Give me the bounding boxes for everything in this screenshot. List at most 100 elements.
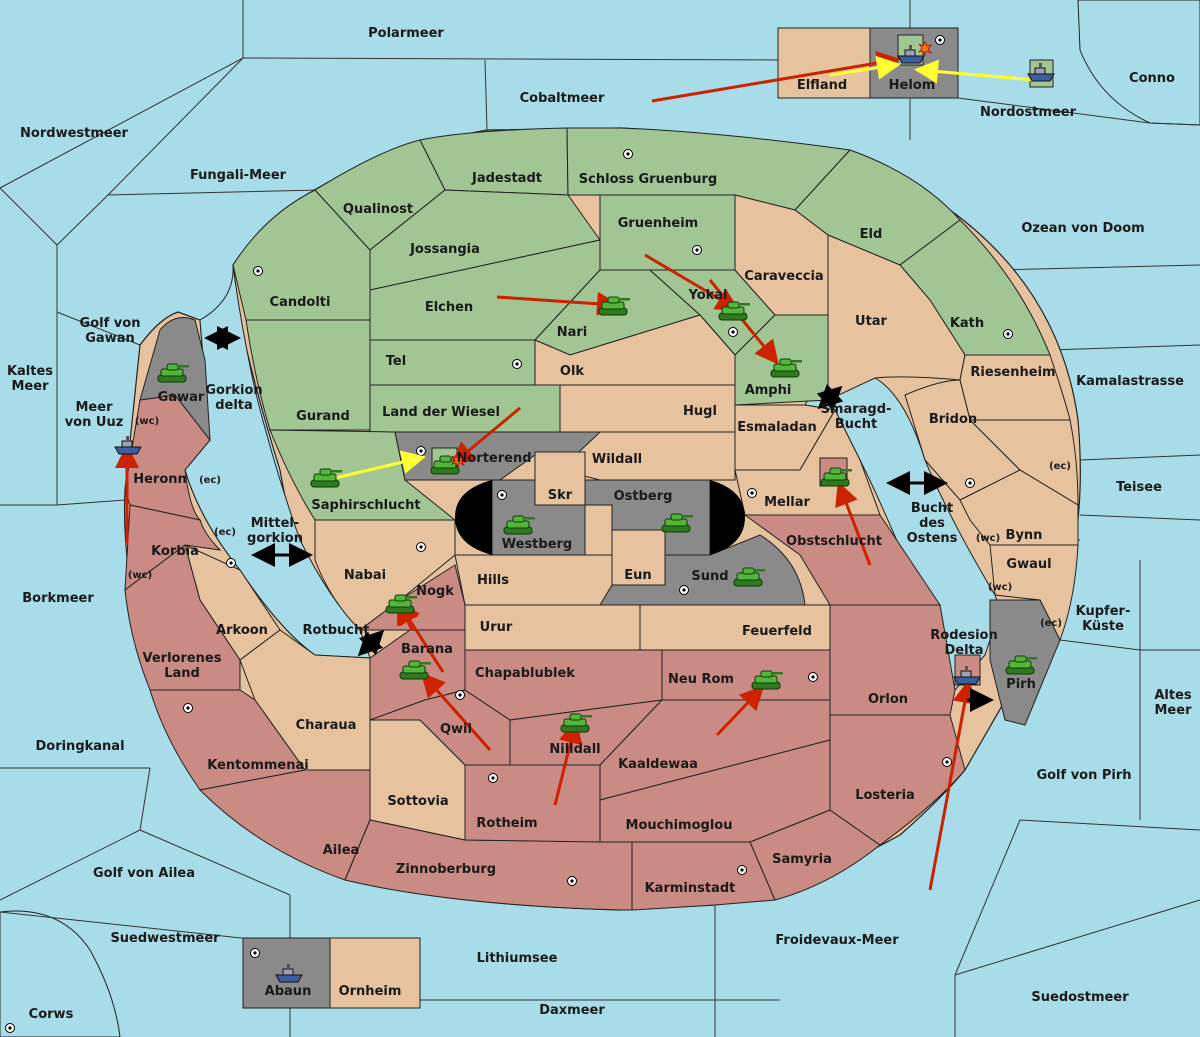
label-amphi: Amphi bbox=[745, 383, 792, 398]
green-territories bbox=[232, 127, 1051, 521]
region-corws[interactable] bbox=[0, 910, 121, 1037]
label-nilldall: Nilldall bbox=[549, 742, 600, 757]
label-saphirschlucht: Saphirschlucht bbox=[311, 498, 420, 513]
region-losteria[interactable] bbox=[829, 714, 966, 846]
label-pirh: Pirh bbox=[1006, 677, 1036, 692]
region-ornheim[interactable] bbox=[329, 937, 421, 1009]
label-karminstadt: Karminstadt bbox=[645, 881, 736, 896]
ship-icon[interactable] bbox=[275, 964, 303, 983]
label-caraveccia: Caraveccia bbox=[744, 269, 823, 284]
label-losteria: Losteria bbox=[855, 788, 915, 803]
coast-tag-kupfer-ec: (ec) bbox=[1040, 618, 1062, 629]
region-eun[interactable] bbox=[611, 529, 666, 586]
label-charaua: Charaua bbox=[296, 718, 357, 733]
supply-center-dot bbox=[497, 490, 507, 500]
label-polarmeer: Polarmeer bbox=[368, 26, 444, 41]
support-arrow bbox=[829, 55, 901, 80]
tank-icon[interactable] bbox=[733, 567, 765, 587]
order-arrow bbox=[928, 679, 977, 891]
tank-icon[interactable] bbox=[310, 468, 342, 488]
ship-icon[interactable] bbox=[953, 666, 981, 685]
label-nogk: Nogk bbox=[416, 584, 454, 599]
label-nari: Nari bbox=[557, 325, 588, 340]
label-wildall: Wildall bbox=[592, 452, 642, 467]
region-verlorenes-land[interactable] bbox=[124, 544, 241, 691]
region-gurand[interactable] bbox=[245, 319, 371, 431]
region-jossangia[interactable] bbox=[369, 189, 601, 291]
label-urur: Urur bbox=[480, 620, 513, 635]
move-orders bbox=[115, 51, 977, 891]
ship-icon[interactable] bbox=[1027, 63, 1055, 82]
tank-icon[interactable] bbox=[1005, 655, 1037, 675]
label-ailea: Ailea bbox=[323, 843, 360, 858]
label-schloss-gruenburg: Schloss Gruenburg bbox=[579, 172, 717, 187]
label-borkmeer: Borkmeer bbox=[22, 591, 94, 606]
label-gawar: Gawar bbox=[158, 390, 205, 405]
red-territories bbox=[124, 394, 966, 911]
supply-center-dot bbox=[737, 865, 747, 875]
region-obstschlucht[interactable] bbox=[743, 514, 941, 606]
label-elchen: Elchen bbox=[425, 300, 473, 315]
explosion-icon bbox=[918, 41, 933, 57]
label-conno: Conno bbox=[1129, 71, 1175, 86]
label-daxmeer: Daxmeer bbox=[539, 1003, 605, 1018]
label-chapablublek: Chapablublek bbox=[475, 666, 575, 681]
region-elfland[interactable] bbox=[777, 27, 871, 99]
supply-center-dot bbox=[808, 672, 818, 682]
label-rotbucht: Rotbucht bbox=[303, 623, 370, 638]
label-kaaldewaa: Kaaldewaa bbox=[618, 757, 698, 772]
label-smaragd-bucht: Smaragd-Bucht bbox=[821, 402, 892, 432]
tank-icon[interactable] bbox=[770, 358, 802, 378]
coast-tag-teisee-ec: (ec) bbox=[1049, 461, 1071, 472]
label-korbia: Korbia bbox=[151, 544, 199, 559]
ship-icon[interactable] bbox=[897, 45, 925, 64]
label-corws: Corws bbox=[29, 1007, 74, 1022]
region-karminstadt[interactable] bbox=[631, 841, 776, 911]
supply-center-dot bbox=[935, 35, 945, 45]
supply-center-dot bbox=[226, 558, 236, 568]
supply-center-dot bbox=[250, 948, 260, 958]
tank-icon[interactable] bbox=[560, 713, 592, 733]
label-tel: Tel bbox=[386, 354, 406, 369]
region-skr[interactable] bbox=[534, 451, 586, 506]
supply-center-dot bbox=[692, 245, 702, 255]
tank-icon[interactable] bbox=[820, 467, 852, 487]
label-ozean-von-doom: Ozean von Doom bbox=[1021, 221, 1144, 236]
label-froidevaux-meer: Froidevaux-Meer bbox=[775, 933, 899, 948]
label-feuerfeld: Feuerfeld bbox=[742, 624, 812, 639]
region-korbia[interactable] bbox=[124, 504, 222, 592]
tank-icon[interactable] bbox=[399, 660, 431, 680]
region-gruenheim[interactable] bbox=[599, 194, 736, 271]
region-kentommenai[interactable] bbox=[149, 689, 306, 791]
label-kath: Kath bbox=[950, 316, 984, 331]
tank-icon[interactable] bbox=[157, 363, 189, 383]
label-yokai: Yokai bbox=[687, 288, 727, 303]
tank-icon[interactable] bbox=[598, 296, 630, 316]
order-arrow bbox=[835, 481, 872, 566]
ship-icon[interactable] bbox=[114, 436, 142, 455]
region-mouchimoglou[interactable] bbox=[599, 739, 831, 843]
region-sund[interactable] bbox=[599, 534, 806, 606]
label-sottovia: Sottovia bbox=[387, 794, 448, 809]
tank-icon[interactable] bbox=[503, 515, 535, 535]
tank-icon[interactable] bbox=[661, 513, 693, 533]
label-lithiumsee: Lithiumsee bbox=[477, 951, 558, 966]
label-golf-von-ailea: Golf von Ailea bbox=[93, 866, 195, 881]
tank-icon[interactable] bbox=[718, 301, 750, 321]
tank-icon[interactable] bbox=[385, 594, 417, 614]
label-abaun: Abaun bbox=[265, 984, 312, 999]
label-land-der-wiesel: Land der Wiesel bbox=[382, 405, 500, 420]
link-arrows bbox=[204, 326, 948, 657]
region-saphirschlucht[interactable] bbox=[269, 429, 457, 521]
label-olk: Olk bbox=[560, 364, 585, 379]
tank-icon[interactable] bbox=[751, 670, 783, 690]
label-ornheim: Ornheim bbox=[339, 984, 402, 999]
tank-icon[interactable] bbox=[430, 455, 462, 475]
